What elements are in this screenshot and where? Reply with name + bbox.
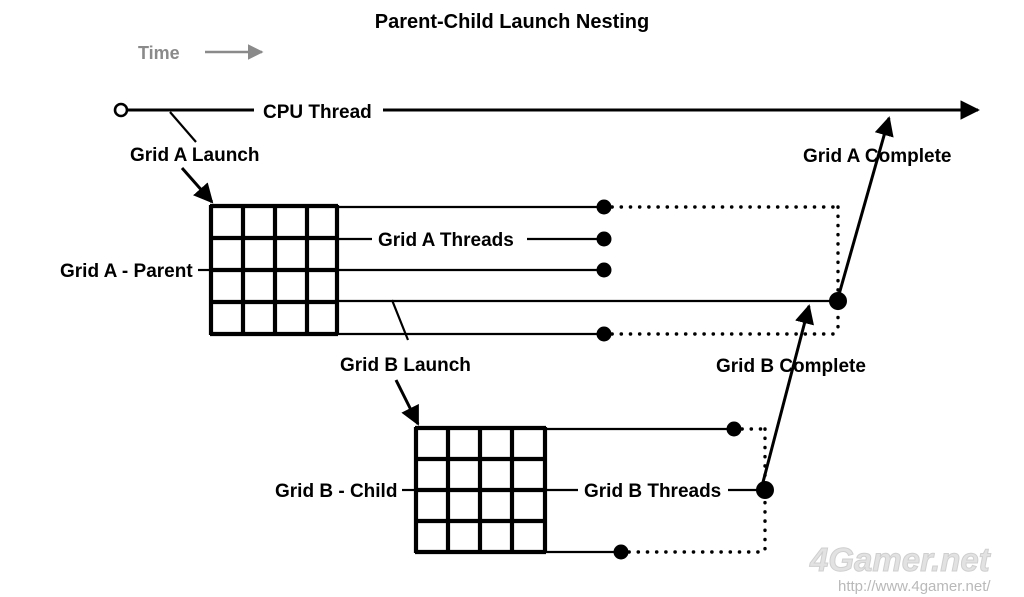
grid-b-launch-leader (390, 299, 410, 341)
cpu-thread-label: CPU Thread (263, 102, 372, 123)
grid-a-complete-label: Grid A Complete (803, 146, 952, 167)
grid-a-block (208, 203, 340, 337)
open-circle-icon (113, 102, 129, 118)
grid-b-launch-arrow (394, 379, 420, 426)
grid-b-join-dot (756, 481, 774, 499)
grid-a-thread-lines (338, 205, 832, 336)
time-axis-label: Time (138, 43, 180, 63)
watermark-url: http://www.4gamer.net/ (838, 578, 991, 595)
grid-a-name-label: Grid A - Parent (60, 261, 193, 282)
grid-b-name-label: Grid B - Child (275, 481, 397, 502)
grid-b-threads-label: Grid B Threads (584, 481, 721, 502)
grid-a-launch-leader (169, 111, 197, 143)
grid-a-join-dotted-path (610, 205, 840, 336)
grid-a-complete-arrow (836, 116, 894, 299)
grid-b-join-dotted-path (627, 427, 767, 554)
grid-a-threads-label: Grid A Threads (378, 230, 514, 251)
grid-a-join-dot (829, 292, 847, 310)
page-title: Parent-Child Launch Nesting (375, 11, 649, 33)
grid-a-thread-end-dots (596, 199, 612, 342)
grid-a-launch-label: Grid A Launch (130, 145, 259, 166)
grid-b-complete-arrow (760, 304, 814, 487)
grid-b-thread-end-dots (613, 421, 742, 560)
grid-b-complete-label: Grid B Complete (716, 356, 866, 377)
watermark-logo: 4Gamer.net (809, 541, 992, 578)
grid-b-block (413, 425, 548, 555)
grid-b-launch-label: Grid B Launch (340, 355, 471, 376)
grid-a-launch-arrow (180, 167, 214, 204)
